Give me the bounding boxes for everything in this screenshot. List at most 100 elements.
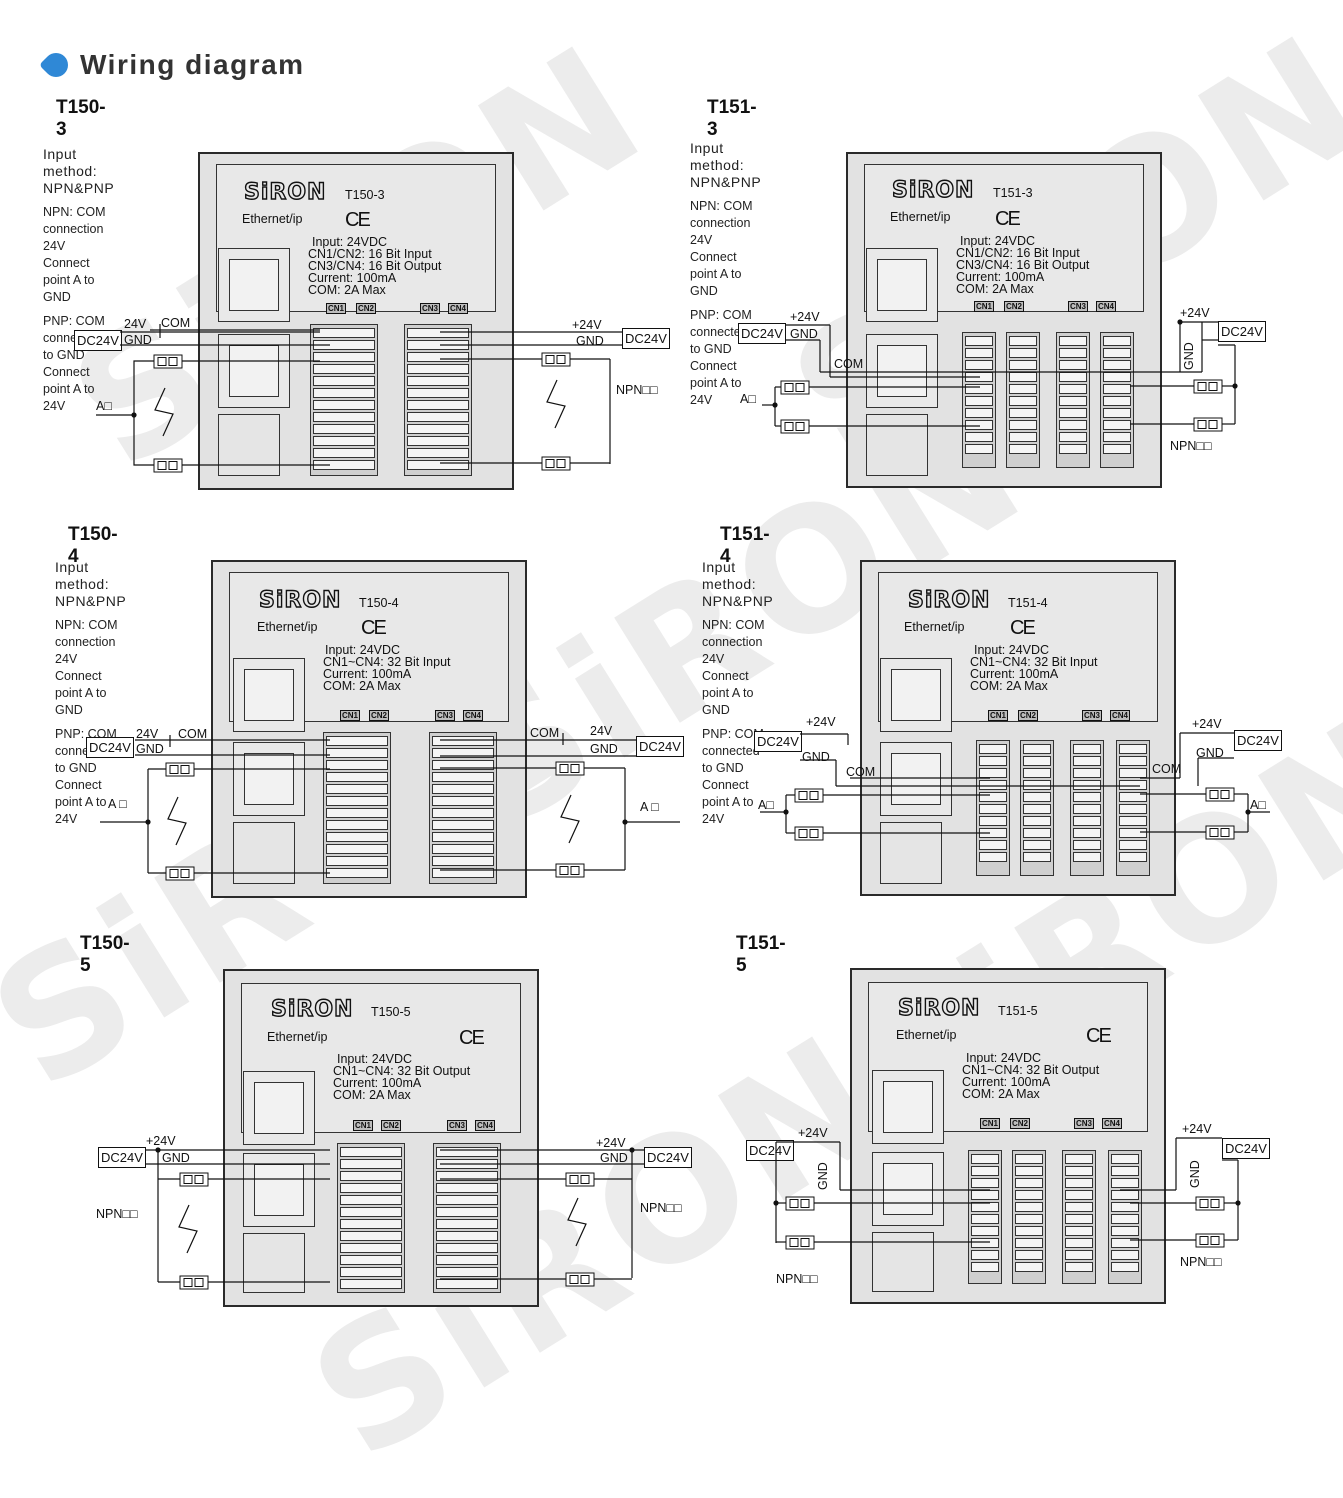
terminal-cell xyxy=(326,772,388,782)
info-line: Connect point A to GND xyxy=(702,669,754,717)
terminal-cell xyxy=(1009,384,1037,394)
terminal-cell xyxy=(979,792,1007,802)
rj45-port xyxy=(233,742,305,816)
info-line: PNP: COM connected to GND xyxy=(702,727,764,775)
junction-dot xyxy=(145,819,151,825)
terminal-cell xyxy=(1015,1166,1043,1176)
info-line: Input method: xyxy=(55,559,110,592)
sensor-icon xyxy=(179,1275,209,1290)
terminal-cell xyxy=(971,1250,999,1260)
terminal-cell xyxy=(965,372,993,382)
wire-label-24v: +24V xyxy=(798,1126,828,1140)
point-a-label: A□ xyxy=(740,392,756,406)
info-line: NPN&PNP xyxy=(43,180,115,196)
terminal-cell xyxy=(1023,756,1051,766)
idc-connector xyxy=(1100,332,1134,468)
spec-line: CN1/CN2: 16 Bit Input xyxy=(956,246,1080,260)
terminal-cell xyxy=(313,388,375,398)
terminal-cell xyxy=(1103,420,1131,430)
terminal-cell xyxy=(1065,1238,1093,1248)
idc-connector xyxy=(968,1150,1002,1284)
spec-line: COM: 2A Max xyxy=(962,1087,1040,1101)
terminal-cell xyxy=(1073,756,1101,766)
terminal-cell xyxy=(432,796,494,806)
device-model: T151-4 xyxy=(1008,596,1048,610)
input-method-info: Input method: NPN&PNP NPN: COM connectio… xyxy=(43,146,114,415)
spec-line: COM: 2A Max xyxy=(956,282,1034,296)
terminal-cell xyxy=(407,388,469,398)
device-t150-3: SiRON T150-3 Ethernet/ip CE Input: 24VDC… xyxy=(198,152,514,490)
rj45-port xyxy=(218,248,290,322)
terminal-cell xyxy=(432,844,494,854)
terminal-cell xyxy=(971,1238,999,1248)
input-method-info: Input method: NPN&PNP NPN: COM connectio… xyxy=(702,559,773,828)
sensor-icon xyxy=(1195,1233,1225,1248)
terminal-cell xyxy=(1103,432,1131,442)
terminal-cell xyxy=(1111,1226,1139,1236)
junction-dot xyxy=(1177,319,1183,325)
terminal-cell xyxy=(1119,828,1147,838)
info-line: Connect point A to 24V xyxy=(702,778,754,826)
idc-connector xyxy=(1062,1150,1096,1284)
point-a-label: A□ xyxy=(1250,798,1266,812)
terminal-cell xyxy=(313,400,375,410)
terminal-cell xyxy=(1065,1190,1093,1200)
power-connector xyxy=(218,414,280,476)
dc24v-source: DC24V xyxy=(86,737,134,758)
wire-label-gnd: GND xyxy=(162,1151,190,1165)
terminal-cell xyxy=(1119,792,1147,802)
terminal-cell xyxy=(407,364,469,374)
terminal-cell xyxy=(1015,1154,1043,1164)
sensor-icon xyxy=(1205,825,1235,840)
wire-label-gnd: GND xyxy=(1196,746,1224,760)
terminal-cell xyxy=(1059,336,1087,346)
rj45-port xyxy=(872,1070,944,1144)
terminal-cell xyxy=(1023,828,1051,838)
spec-line: CN3/CN4: 16 Bit Output xyxy=(308,259,442,273)
idc-connector xyxy=(1056,332,1090,468)
terminal-cell xyxy=(313,424,375,434)
terminal-cell xyxy=(965,336,993,346)
rj45-port xyxy=(218,334,290,408)
wire-label-com: COM xyxy=(1152,762,1182,776)
spec-line: Input: 24VDC xyxy=(337,1052,413,1066)
terminal-cell xyxy=(979,828,1007,838)
terminal-cell xyxy=(407,400,469,410)
dc24v-source: DC24V xyxy=(746,1140,794,1161)
wire-label-gnd: GND xyxy=(790,327,818,341)
terminal-cell xyxy=(1103,360,1131,370)
terminal-cell xyxy=(971,1202,999,1212)
terminal-cell xyxy=(1065,1250,1093,1260)
npn-label: NPN□□ xyxy=(96,1207,138,1221)
spec-line: Current: 100mA xyxy=(956,270,1045,284)
terminal-cell xyxy=(436,1243,498,1253)
terminal-cell xyxy=(1015,1190,1043,1200)
dc24v-source: DC24V xyxy=(738,323,786,344)
model-title: T150-4 xyxy=(68,524,118,567)
terminal-cell xyxy=(1119,816,1147,826)
switch-symbol xyxy=(154,387,174,437)
npn-label: NPN□□ xyxy=(616,383,658,397)
terminal-cell xyxy=(971,1178,999,1188)
model-title: T151-5 xyxy=(736,933,786,976)
power-connector xyxy=(872,1232,934,1292)
info-line: NPN&PNP xyxy=(55,593,127,609)
terminal-cell xyxy=(1059,384,1087,394)
terminal-cell xyxy=(1111,1166,1139,1176)
terminal-cell xyxy=(1119,780,1147,790)
connector-label: CN3 xyxy=(420,303,441,314)
rj45-port xyxy=(866,334,938,408)
junction-dot xyxy=(622,819,628,825)
terminal-cell xyxy=(979,756,1007,766)
spec-line: CN1~CN4: 32 Bit Output xyxy=(962,1063,1100,1077)
rj45-port xyxy=(880,742,952,816)
terminal-cell xyxy=(1009,432,1037,442)
wire-label-24v: +24V xyxy=(1192,717,1222,731)
device-model: T150-5 xyxy=(371,1005,411,1019)
junction-dot xyxy=(131,412,137,418)
terminal-cell xyxy=(432,868,494,878)
info-line: PNP: COM connected to GND xyxy=(690,308,752,356)
terminal-block xyxy=(337,1143,405,1293)
terminal-cell xyxy=(1023,744,1051,754)
page-title: Wiring diagram xyxy=(80,49,305,80)
